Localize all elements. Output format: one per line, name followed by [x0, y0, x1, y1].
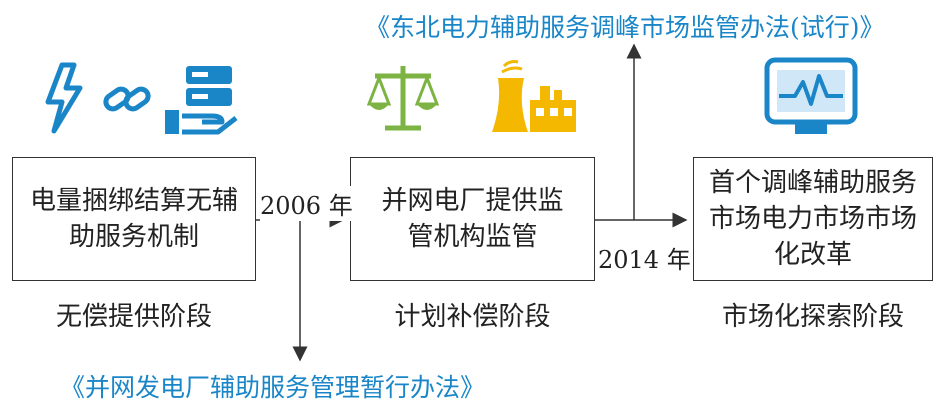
stage3-box: 首个调峰辅助服务市场电力市场市场化改革: [693, 157, 933, 281]
policy-top-label: 《东北电力辅助服务调峰市场监管办法(试行)》: [365, 13, 885, 42]
policy-bottom-label: 《并网发电厂辅助服务管理暂行办法》: [60, 373, 486, 402]
stage2-label: 计划补偿阶段: [394, 302, 551, 332]
year-2014-label: 2014 年: [598, 240, 691, 275]
stage1-label: 无偿提供阶段: [55, 302, 212, 332]
monitor-chart-icon: [764, 57, 858, 134]
balance-scale-icon: [367, 66, 439, 131]
link-icon: [103, 86, 151, 112]
lightning-icon: [45, 62, 83, 134]
year-2006-label: 2006 年: [260, 186, 353, 221]
stage2-box: 并网电厂提供监管机构监管: [350, 157, 595, 281]
power-plant-icon: [492, 60, 576, 132]
server-hand-icon: [165, 66, 238, 135]
stage1-box-text: 电量捆绑结算无辅助服务机制: [29, 186, 238, 252]
stage3-label: 市场化探索阶段: [721, 302, 904, 332]
stage3-box-text: 首个调峰辅助服务市场电力市场市场化改革: [708, 168, 917, 270]
stage2-box-text: 并网电厂提供监管机构监管: [381, 186, 564, 252]
stage1-box: 电量捆绑结算无辅助服务机制: [12, 157, 256, 281]
